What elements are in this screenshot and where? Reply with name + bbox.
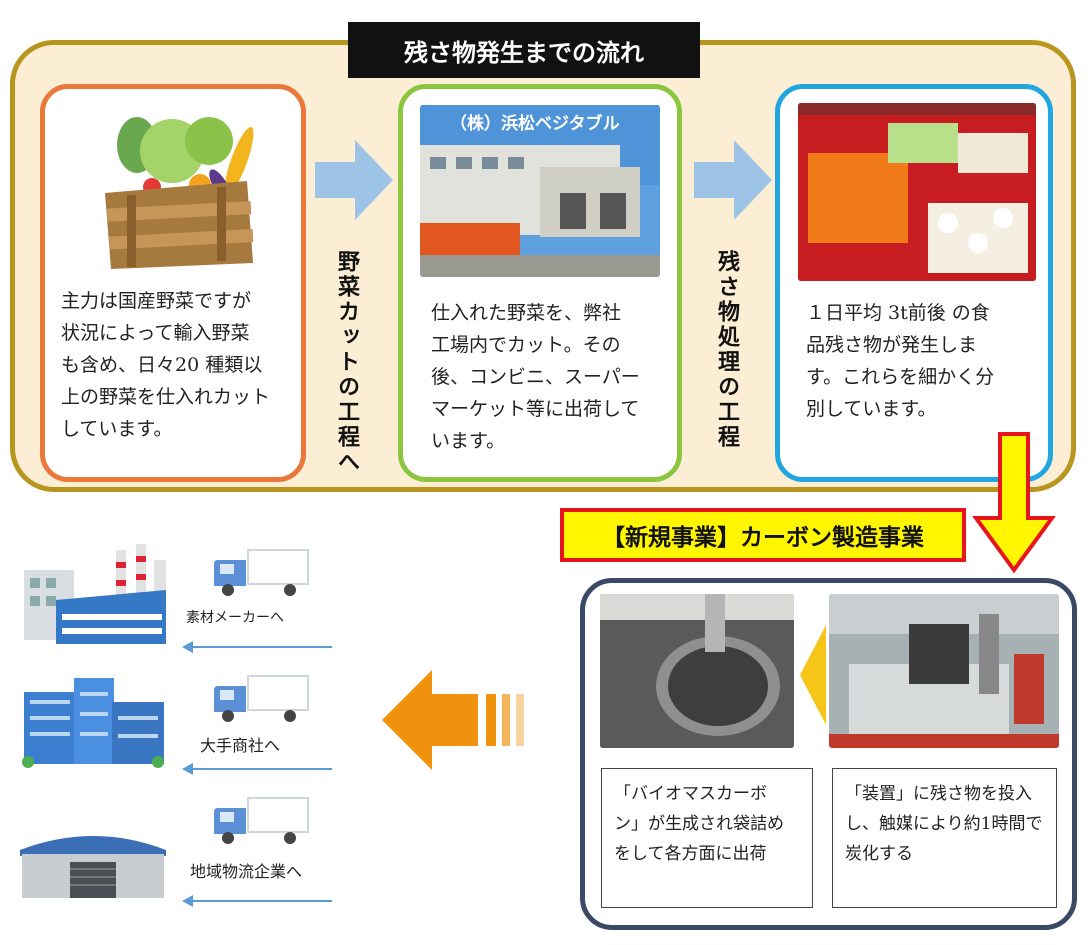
card-food-residue: １日平均 3t前後 の食 品残さ物が発生しま す。これらを細かく分 別しています… [775, 84, 1053, 482]
destination-arrow-1-head [182, 641, 193, 653]
card-vegetable-sourcing-text: 主力は国産野菜ですが 状況によって輸入野菜 も含め、日々20 種類以 上の野菜を… [61, 290, 271, 440]
destination-arrow-1-line [190, 646, 332, 648]
warehouse-icon [20, 836, 166, 898]
carbon-output-description: 「バイオマスカーボ ン」が生成され袋詰め をして各方面に出荷 [601, 768, 813, 908]
delivery-truck-icon-3 [214, 797, 309, 844]
factory-photo: （株）浜松ベジタブル [420, 105, 660, 277]
step-label-residue-processing: 残さ物処理の工程 [714, 250, 739, 450]
process-arrow-left [800, 625, 826, 725]
destination-trading-label: 大手商社へ [200, 736, 281, 755]
destination-arrow-2-line [190, 768, 332, 770]
flow-arrow-right-1 [315, 140, 393, 220]
carbonization-machine-photo [829, 594, 1059, 748]
flow-title: 残さ物発生までの流れ [348, 22, 700, 78]
destination-logistics-label: 地域物流企業へ [190, 862, 303, 881]
biomass-carbon-photo [600, 594, 794, 748]
down-arrow [972, 432, 1056, 574]
card-vegetable-sourcing: 主力は国産野菜ですが 状況によって輸入野菜 も含め、日々20 種類以 上の野菜を… [40, 84, 306, 482]
step-label-vegetable-cut: 野菜カットの工程へ [334, 250, 359, 475]
card-company-factory: （株）浜松ベジタブル 仕入れた野菜を、弊社 工場内でカット。その 後、コンビニ、… [398, 84, 682, 482]
factory-icon [24, 544, 166, 644]
destination-arrow-3-line [190, 900, 332, 902]
company-name-label: （株）浜松ベジタブル [450, 114, 620, 134]
destination-arrow-3-head [182, 895, 193, 907]
shipping-arrow-left [382, 670, 524, 770]
delivery-truck-icon-1 [214, 549, 309, 596]
delivery-truck-icon-2 [214, 675, 309, 722]
residue-crates-photo [798, 103, 1036, 281]
destination-materials-label: 素材メーカーへ [186, 610, 284, 626]
card-company-factory-text: 仕入れた野菜を、弊社 工場内でカット。その 後、コンビニ、スーパー マーケット等… [431, 302, 640, 452]
vegetable-crate-icon [105, 117, 254, 269]
new-business-banner: 【新規事業】カーボン製造事業 [560, 508, 966, 562]
destination-arrow-2-head [182, 763, 193, 775]
office-building-icon [22, 678, 164, 768]
carbonization-description: 「装置」に残さ物を投入 し、触媒により約1時間で 炭化する [832, 768, 1057, 908]
card-food-residue-text: １日平均 3t前後 の食 品残さ物が発生しま す。これらを細かく分 別しています… [806, 302, 995, 420]
flow-arrow-right-2 [694, 140, 772, 220]
